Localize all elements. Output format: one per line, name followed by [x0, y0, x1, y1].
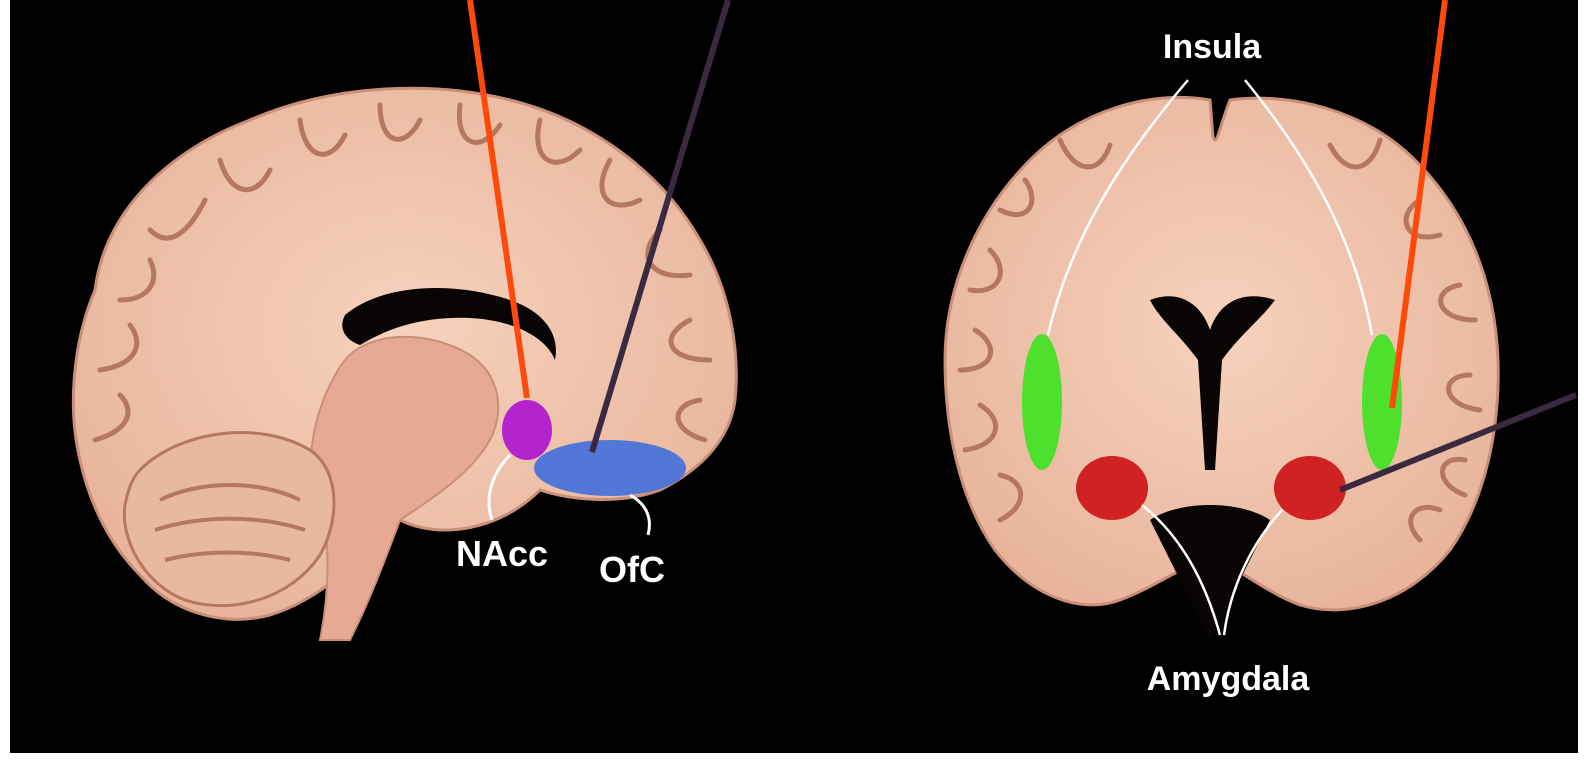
amygdala-region-right — [1274, 456, 1346, 520]
ofc-region — [534, 440, 686, 496]
nacc-label: NAcc — [456, 533, 548, 574]
ofc-leader — [630, 495, 649, 535]
amygdala-label: Amygdala — [1147, 660, 1311, 698]
insula-label: Insula — [1163, 28, 1262, 66]
amygdala-region-left — [1076, 456, 1148, 520]
insula-region-left — [1022, 334, 1062, 470]
nacc-region — [502, 400, 552, 460]
ofc-label: OfC — [599, 549, 665, 590]
